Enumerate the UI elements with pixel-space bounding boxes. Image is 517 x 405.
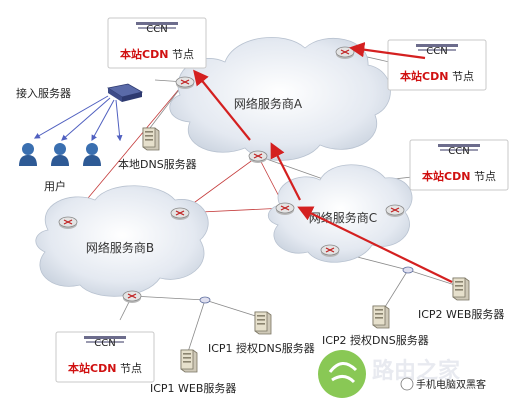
cdn-node-mid-right: CCN 本站CDN 节点 — [409, 139, 509, 191]
cdn-label-suffix: 节点 — [470, 170, 496, 183]
router-icon — [122, 290, 142, 304]
user-icon — [51, 143, 69, 166]
router-icon — [170, 207, 190, 221]
access-server: 接入服务器 — [16, 83, 144, 102]
cdn-node-top: CCN 本站CDN 节点 — [107, 17, 207, 69]
icp1-web-server: ICP1 WEB服务器 — [150, 349, 236, 395]
data-flow-arrows — [193, 42, 453, 283]
local-dns-server: 本地DNS服务器 — [118, 127, 197, 171]
cdn-label-suffix: 节点 — [168, 48, 194, 61]
icp1-web-label: ICP1 WEB服务器 — [150, 382, 236, 395]
cdn-node-right: CCN 本站CDN 节点 — [387, 39, 487, 91]
cdn-label-suffix: 节点 — [116, 362, 142, 375]
cdn-node-bottom: CCN 本站CDN 节点 — [55, 331, 155, 383]
watermark: 路由之家 手机电脑双黑客 — [318, 350, 486, 398]
icp1-dns-label: ICP1 授权DNS服务器 — [208, 341, 315, 355]
user-icon — [19, 143, 37, 166]
switches — [199, 266, 414, 304]
router-icon — [58, 216, 78, 230]
users: 用户 — [19, 143, 101, 193]
cloud-label-b: 网络服务商B — [86, 240, 154, 255]
users-label: 用户 — [44, 179, 66, 193]
svg-text:本站CDN 节点: 本站CDN 节点 — [422, 169, 496, 183]
cdn-label-suffix: 节点 — [448, 70, 474, 83]
server-icon — [452, 277, 470, 301]
icp2-dns-server: ICP2 授权DNS服务器 — [322, 305, 429, 347]
route-home-logo-icon — [318, 350, 366, 398]
cdn-tag: CCN — [94, 338, 115, 349]
server-icon — [142, 127, 160, 151]
icp1-dns-server: ICP1 授权DNS服务器 — [208, 311, 315, 355]
cdn-tag: CCN — [448, 146, 469, 157]
server-icon — [180, 349, 198, 373]
wechat-icon — [400, 377, 414, 391]
access-server-label: 接入服务器 — [16, 87, 71, 100]
svg-text:本站CDN 节点: 本站CDN 节点 — [120, 47, 194, 61]
cdn-label-red: 本站CDN — [400, 69, 448, 83]
router-icon — [275, 202, 295, 216]
router-icon — [175, 76, 195, 90]
cloud-label-a: 网络服务商A — [234, 96, 303, 111]
svg-text:本站CDN 节点: 本站CDN 节点 — [68, 361, 142, 375]
user-icon — [83, 143, 101, 166]
router-icon — [248, 150, 268, 164]
cloud-provider-a: 网络服务商A — [169, 37, 391, 161]
router-icon — [320, 244, 340, 258]
cdn-label-red: 本站CDN — [422, 169, 470, 183]
cloud-provider-b: 网络服务商B — [35, 185, 209, 297]
icp2-web-server: ICP2 WEB服务器 — [418, 277, 504, 321]
router-icon — [385, 204, 405, 218]
switch-icon — [199, 296, 211, 304]
icp2-web-label: ICP2 WEB服务器 — [418, 308, 504, 321]
server-icon — [372, 305, 390, 329]
cdn-tag: CCN — [146, 24, 167, 35]
switch-icon — [402, 266, 414, 274]
cloud-provider-c: 网络服务商C — [268, 164, 413, 263]
server-icon — [254, 311, 272, 335]
icp2-dns-label: ICP2 授权DNS服务器 — [322, 333, 429, 347]
router-icon — [335, 46, 355, 60]
cdn-tag: CCN — [426, 46, 447, 57]
cdn-label-red: 本站CDN — [68, 361, 116, 375]
watermark-wechat-text: 手机电脑双黑客 — [416, 378, 486, 391]
svg-text:本站CDN 节点: 本站CDN 节点 — [400, 69, 474, 83]
watermark-logo-text: 路由之家 — [372, 358, 461, 384]
local-dns-label: 本地DNS服务器 — [118, 157, 197, 171]
cdn-label-red: 本站CDN — [120, 47, 168, 61]
user-links — [33, 95, 123, 142]
